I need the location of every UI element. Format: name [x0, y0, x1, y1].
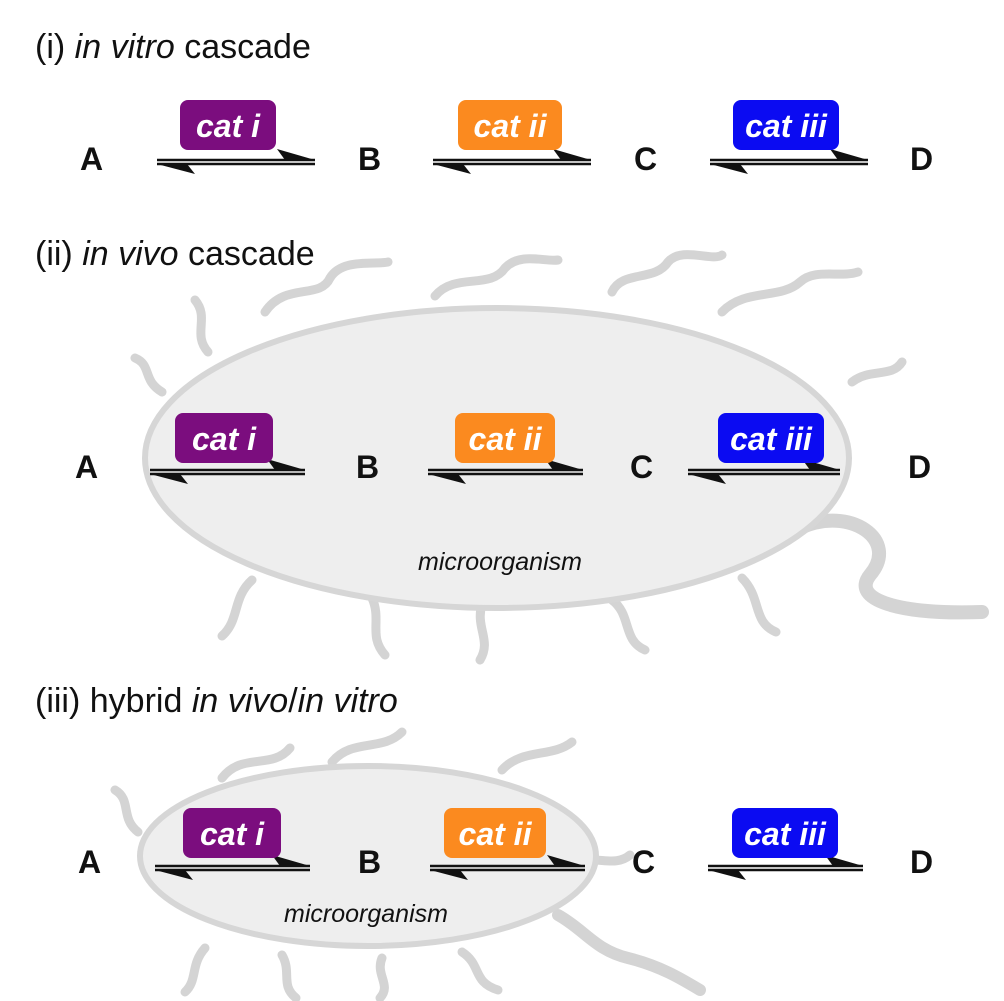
equilibrium-arrow	[710, 149, 868, 174]
equilibrium-arrow	[428, 459, 583, 484]
species-a: A	[75, 449, 98, 485]
svg-text:cat i: cat i	[196, 108, 261, 144]
equilibrium-arrow	[157, 149, 315, 174]
species-d: D	[910, 141, 933, 177]
section-title: (iii) hybrid in vivo/in vitro	[35, 682, 398, 720]
cell-label: microorganism	[284, 900, 448, 928]
catalyst-ii-badge: cat ii	[455, 413, 555, 463]
catalyst-iii-badge: cat iii	[732, 808, 838, 858]
catalyst-iii-badge: cat iii	[718, 413, 824, 463]
species-a: A	[78, 844, 101, 880]
species-b: B	[358, 844, 381, 880]
svg-text:cat i: cat i	[192, 421, 257, 457]
species-c: C	[630, 449, 653, 485]
svg-text:cat ii: cat ii	[469, 421, 543, 457]
equilibrium-arrow	[150, 459, 305, 484]
species-b: B	[358, 141, 381, 177]
catalyst-ii-badge: cat ii	[458, 100, 562, 150]
section-title: (ii) in vivo cascade	[35, 235, 315, 273]
section-title: (i) in vitro cascade	[35, 28, 311, 66]
section-2: (ii) in vivo cascade A B C D cat i	[35, 235, 931, 576]
species-c: C	[632, 844, 655, 880]
catalyst-i-badge: cat i	[175, 413, 273, 463]
catalyst-iii-badge: cat iii	[733, 100, 839, 150]
species-d: D	[908, 449, 931, 485]
equilibrium-arrow	[433, 149, 591, 174]
section-3: (iii) hybrid in vivo/in vitro A B C D ca…	[35, 682, 933, 928]
equilibrium-arrow	[430, 855, 585, 880]
svg-text:cat ii: cat ii	[474, 108, 548, 144]
species-b: B	[356, 449, 379, 485]
section-1: (i) in vitro cascade A B C D cat i	[35, 28, 933, 177]
cell-3-flagella	[110, 727, 706, 1001]
cell-2-flagella	[130, 250, 989, 665]
equilibrium-arrow	[688, 459, 840, 484]
svg-text:cat i: cat i	[200, 816, 265, 852]
svg-text:cat iii: cat iii	[730, 421, 813, 457]
species-d: D	[910, 844, 933, 880]
species-a: A	[80, 141, 103, 177]
svg-text:cat ii: cat ii	[459, 816, 533, 852]
catalyst-ii-badge: cat ii	[444, 808, 546, 858]
catalyst-i-badge: cat i	[183, 808, 281, 858]
catalyst-i-badge: cat i	[180, 100, 276, 150]
species-c: C	[634, 141, 657, 177]
equilibrium-arrow	[708, 855, 863, 880]
svg-text:cat iii: cat iii	[744, 816, 827, 852]
cell-label: microorganism	[418, 548, 582, 576]
equilibrium-arrow	[155, 855, 310, 880]
svg-text:cat iii: cat iii	[745, 108, 828, 144]
